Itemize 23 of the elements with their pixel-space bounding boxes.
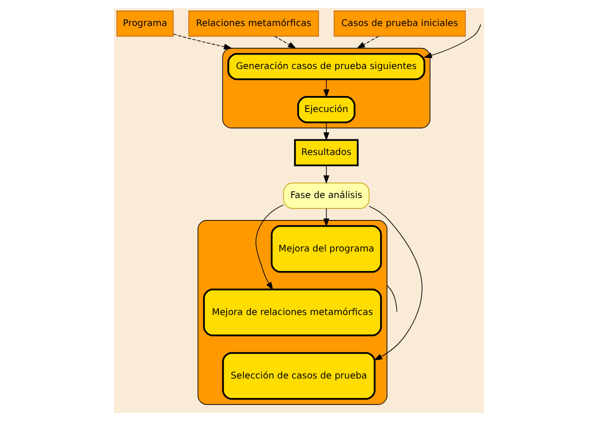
arrow — [255, 204, 284, 290]
node-box: Programa — [116, 10, 174, 37]
arrow — [322, 122, 329, 141]
cluster — [197, 220, 387, 405]
node-box: Fase de análisis — [282, 182, 369, 209]
node-box: Mejora de relaciones metamórficas — [202, 288, 382, 336]
arrow — [422, 24, 481, 58]
arrow — [356, 36, 378, 49]
node-box: Selección de casos de prueba — [222, 352, 376, 400]
node-box: Ejecución — [296, 96, 355, 124]
arrow — [172, 34, 232, 50]
node-box: Casos de prueba iniciales — [333, 10, 466, 37]
node-box: Generación casos de prueba siguientes — [226, 53, 425, 80]
node-box: Relaciones metamórficas — [188, 10, 318, 37]
connector — [386, 284, 397, 312]
arrow — [322, 165, 329, 184]
node-box: Mejora del programa — [270, 225, 382, 273]
cluster — [222, 48, 430, 128]
arrow — [368, 206, 422, 361]
arrow — [322, 78, 329, 98]
arrow — [274, 36, 296, 49]
arrow — [322, 208, 329, 227]
node-box: Resultados — [294, 139, 358, 166]
